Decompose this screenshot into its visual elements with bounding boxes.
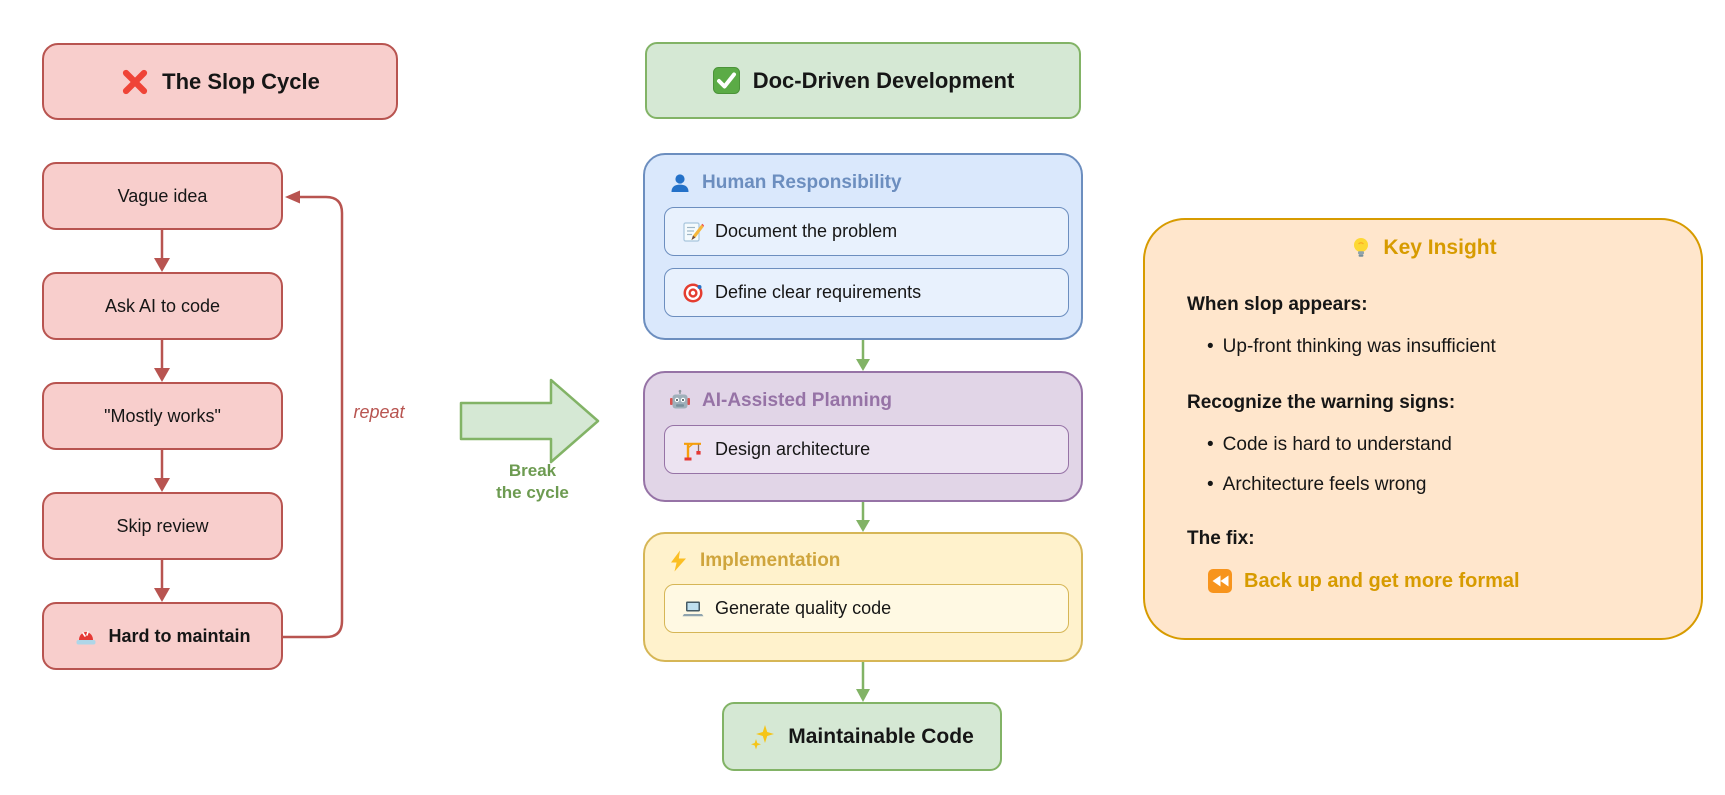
step-hard-to-maintain: Hard to maintain: [42, 602, 283, 670]
item-label: Design architecture: [715, 439, 871, 459]
step-label: "Mostly works": [104, 405, 221, 426]
light-bulb-icon: [1349, 236, 1373, 260]
bullet-text: Code is hard to understand: [1222, 434, 1452, 455]
arrow-human-to-planning: [856, 340, 870, 371]
arrow-mostly-to-skip: [154, 450, 170, 492]
ki-bullet-code-hard: • Code is hard to understand: [1187, 434, 1659, 456]
ki-fix-row: Back up and get more formal: [1187, 568, 1659, 594]
section-title-label: Human Responsibility: [702, 172, 902, 193]
ki-fix-label: Back up and get more formal: [1244, 569, 1520, 592]
step-label: Vague idea: [117, 185, 208, 206]
repeat-loop-arrow: [283, 190, 344, 639]
key-insight-title-row: Key Insight: [1187, 236, 1659, 260]
ki-heading-fix: The fix:: [1187, 528, 1255, 549]
step-skip-review: Skip review: [42, 492, 283, 560]
section-human-responsibility: Human Responsibility Document the proble…: [643, 153, 1083, 340]
arrow-vague-to-ask: [154, 230, 170, 272]
section-implementation: Implementation Generate quality code: [643, 532, 1083, 662]
cross-mark-icon: [120, 67, 150, 97]
section-title-label: Implementation: [700, 550, 841, 571]
ki-heading-when-slop: When slop appears:: [1187, 294, 1368, 315]
ki-bullet-architecture: • Architecture feels wrong: [1187, 474, 1659, 496]
step-mostly-works: "Mostly works": [42, 382, 283, 450]
step-vague-idea: Vague idea: [42, 162, 283, 230]
item-define-requirements: Define clear requirements: [664, 268, 1069, 317]
item-design-architecture: Design architecture: [664, 425, 1069, 474]
step-ask-ai: Ask AI to code: [42, 272, 283, 340]
arrow-ask-to-mostly: [154, 340, 170, 382]
doc-driven-title: Doc-Driven Development: [752, 67, 1015, 93]
step-label: Skip review: [116, 515, 209, 536]
bullet-marker: •: [1207, 336, 1214, 357]
section-title-label: AI-Assisted Planning: [702, 390, 893, 411]
section-implementation-title-row: Implementation: [664, 548, 1062, 572]
memo-icon: [682, 221, 704, 243]
break-cycle-arrow: [459, 378, 600, 464]
rewind-icon: [1207, 568, 1233, 594]
target-icon: [682, 282, 704, 304]
break-label-line2: the cycle: [496, 483, 569, 503]
crane-icon: [682, 439, 704, 461]
check-mark-icon: [712, 66, 741, 95]
person-icon: [668, 171, 692, 195]
ki-bullet-upfront: • Up-front thinking was insufficient: [1187, 336, 1659, 358]
item-generate-code: Generate quality code: [664, 584, 1069, 633]
arrow-skip-to-hard: [154, 560, 170, 602]
arrow-planning-to-implementation: [856, 502, 870, 532]
slop-cycle-title: The Slop Cycle: [162, 68, 320, 94]
step-label: Hard to maintain: [108, 625, 251, 646]
lightning-icon: [668, 550, 690, 572]
bullet-marker: •: [1207, 474, 1214, 495]
step-label: Ask AI to code: [104, 295, 221, 316]
robot-icon: [668, 389, 692, 413]
key-insight-panel: Key Insight When slop appears: • Up-fron…: [1143, 218, 1703, 640]
repeat-label: repeat: [353, 402, 405, 422]
item-document-problem: Document the problem: [664, 207, 1069, 256]
laptop-icon: [682, 598, 704, 620]
key-insight-title: Key Insight: [1383, 236, 1497, 259]
section-human-title-row: Human Responsibility: [664, 169, 1062, 195]
arrow-implementation-to-result: [856, 662, 870, 702]
item-label: Document the problem: [715, 221, 898, 241]
item-label: Generate quality code: [715, 598, 892, 618]
section-planning-title-row: AI-Assisted Planning: [664, 387, 1062, 413]
slop-cycle-title-box: The Slop Cycle: [42, 43, 398, 120]
siren-icon: [74, 624, 98, 648]
result-label: Maintainable Code: [788, 724, 974, 748]
result-maintainable-code: Maintainable Code: [722, 702, 1002, 771]
break-cycle-label: Break the cycle: [455, 460, 610, 504]
ki-heading-warning-signs: Recognize the warning signs:: [1187, 392, 1456, 413]
section-ai-planning: AI-Assisted Planning Design architecture: [643, 371, 1083, 502]
item-label: Define clear requirements: [715, 282, 922, 302]
sparkles-icon: [750, 724, 776, 750]
bullet-text: Architecture feels wrong: [1222, 474, 1427, 495]
doc-driven-title-box: Doc-Driven Development: [645, 42, 1081, 119]
bullet-text: Up-front thinking was insufficient: [1222, 336, 1496, 357]
break-label-line1: Break: [508, 461, 557, 480]
bullet-marker: •: [1207, 434, 1214, 455]
